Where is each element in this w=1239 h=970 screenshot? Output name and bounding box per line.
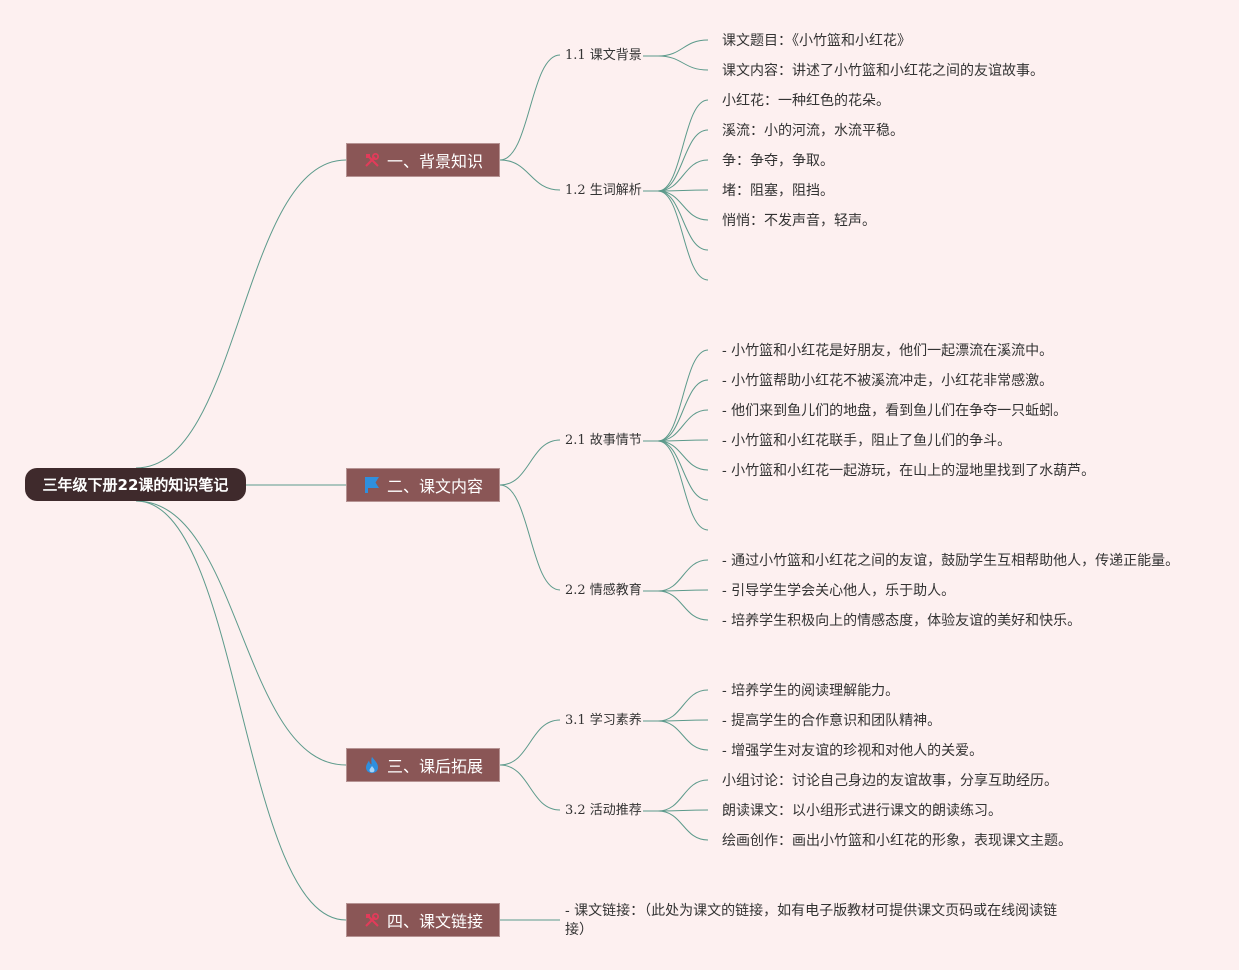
leaf-link (657, 439, 709, 442)
leaf-link (657, 779, 709, 812)
subtopic-story-plot[interactable]: 2.1 故事情节 (565, 433, 642, 448)
leaf-item[interactable]: 溪流：小的河流，水流平稳。 (722, 123, 904, 139)
lesson-link-note[interactable]: - 课文链接：（此处为课文的链接，如有电子版教材可提供课文页码或在线阅读链接） (565, 903, 1058, 938)
leaf-link (657, 190, 709, 221)
branch-label: 四、课文链接 (386, 912, 483, 931)
leaf-link (657, 379, 709, 442)
leaf-item[interactable]: - 培养学生积极向上的情感态度，体验友谊的美好和快乐。 (722, 613, 1082, 629)
leaf-link (657, 589, 709, 592)
leaf-link (657, 409, 709, 442)
leaf-link (657, 440, 709, 531)
tools-icon (365, 913, 379, 927)
leaf-link (657, 99, 709, 192)
leaf-link (657, 689, 709, 722)
leaf-link (657, 810, 709, 841)
branch-link (499, 764, 561, 811)
branch-link (499, 484, 561, 591)
branch-background-knowledge[interactable]: 一、背景知识 (346, 143, 500, 177)
branch-label: 二、课文内容 (386, 477, 483, 496)
leaf-item[interactable]: - 增强学生对友谊的珍视和对他人的关爱。 (722, 743, 984, 759)
branch-lesson-content[interactable]: 二、课文内容 (346, 468, 500, 502)
leaf-link (657, 440, 709, 471)
subtopic-lesson-background[interactable]: 1.1 课文背景 (565, 48, 642, 63)
leaf-link (657, 720, 709, 751)
branch-link (499, 54, 561, 161)
branch-lesson-link[interactable]: 四、课文链接 (346, 903, 500, 937)
leaf-link (657, 440, 709, 501)
leaf-item[interactable]: 绘画创作：画出小竹篮和小红花的形象，表现课文主题。 (722, 833, 1072, 849)
leaf-link (657, 719, 709, 722)
root-link (135, 500, 347, 766)
subtopic-activity-recommendation[interactable]: 3.2 活动推荐 (565, 803, 642, 818)
leaf-link (657, 190, 709, 281)
branch-after-class-extension[interactable]: 三、课后拓展 (346, 748, 500, 782)
root-link (135, 500, 347, 921)
leaf-link (657, 809, 709, 812)
leaf-item[interactable]: - 他们来到鱼儿们的地盘，看到鱼儿们在争夺一只蚯蚓。 (722, 403, 1068, 419)
subtopic-vocabulary[interactable]: 1.2 生词解析 (565, 183, 642, 198)
leaf-link (657, 129, 709, 192)
leaf-item[interactable]: 课文内容：讲述了小竹篮和小红花之间的友谊故事。 (722, 63, 1044, 79)
leaf-item[interactable]: 课文题目：《小竹篮和小红花》 (722, 33, 911, 49)
branch-label: 一、背景知识 (386, 152, 483, 171)
branch-label: 三、课后拓展 (386, 757, 483, 776)
root-link (135, 159, 347, 469)
leaf-item[interactable]: - 通过小竹篮和小红花之间的友谊，鼓励学生互相帮助他人，传递正能量。 (722, 553, 1180, 569)
branch-link (499, 159, 561, 191)
leaf-item[interactable]: - 培养学生的阅读理解能力。 (722, 683, 900, 699)
leaf-item[interactable]: 朗读课文：以小组形式进行课文的朗读练习。 (722, 803, 1002, 819)
leaf-link (657, 349, 709, 442)
root-node[interactable]: 三年级下册22课的知识笔记 (25, 468, 246, 501)
leaf-link (657, 590, 709, 621)
subtopic-emotional-education[interactable]: 2.2 情感教育 (565, 583, 642, 598)
leaf-item[interactable]: - 小竹篮和小红花一起游玩，在山上的湿地里找到了水葫芦。 (722, 463, 1096, 479)
branch-link (499, 439, 561, 486)
tools-icon (365, 153, 379, 167)
subtopic-learning-literacy[interactable]: 3.1 学习素养 (565, 713, 642, 728)
leaf-item[interactable]: 堵：阻塞，阻挡。 (722, 183, 834, 199)
leaf-item[interactable]: - 小竹篮和小红花联手，阻止了鱼儿们的争斗。 (722, 433, 1012, 449)
leaf-link (657, 55, 709, 71)
leaf-item[interactable]: 小红花：一种红色的花朵。 (722, 93, 890, 109)
leaf-link (657, 189, 709, 192)
leaf-item[interactable]: 悄悄：不发声音，轻声。 (722, 213, 876, 229)
leaf-item[interactable]: - 小竹篮和小红花是好朋友，他们一起漂流在溪流中。 (722, 343, 1054, 359)
flag-icon (364, 477, 379, 493)
fire-icon (365, 757, 378, 773)
leaf-item[interactable]: 小组讨论：讨论自己身边的友谊故事，分享互助经历。 (722, 773, 1058, 789)
leaf-item[interactable]: 争：争夺，争取。 (722, 153, 834, 169)
branch-link (499, 719, 561, 766)
leaf-item[interactable]: - 引导学生学会关心他人，乐于助人。 (722, 583, 956, 599)
leaf-link (657, 159, 709, 192)
leaf-item[interactable]: - 提高学生的合作意识和团队精神。 (722, 713, 942, 729)
leaf-link (657, 39, 709, 57)
leaf-item[interactable]: - 小竹篮帮助小红花不被溪流冲走，小红花非常感激。 (722, 373, 1054, 389)
leaf-link (657, 190, 709, 251)
leaf-link (657, 559, 709, 592)
